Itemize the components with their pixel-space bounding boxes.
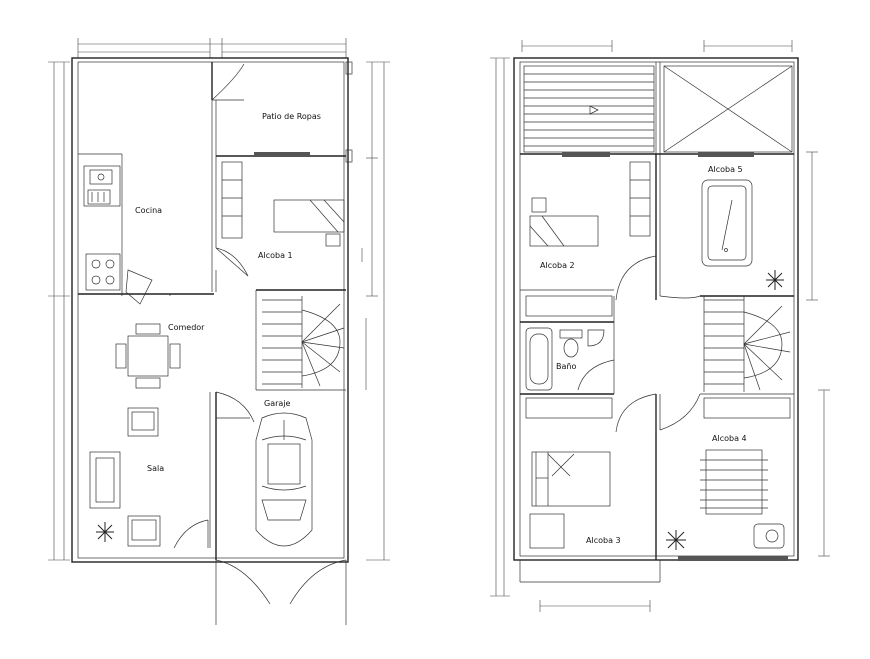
ground-floor-dimensions	[48, 38, 390, 561]
door-alcoba-5	[659, 295, 701, 299]
ground-floor-windows	[254, 61, 353, 163]
bathroom-fixtures	[525, 327, 615, 391]
plant-icon	[666, 530, 686, 550]
room-label-comedor: Comedor	[168, 323, 205, 332]
bed	[273, 199, 345, 247]
doors-lower	[615, 393, 701, 433]
room-label-garaje: Garaje	[264, 399, 291, 408]
car-icon	[255, 412, 313, 547]
ground-floor-doors	[125, 63, 347, 625]
room-label-alcoba-3: Alcoba 3	[586, 536, 621, 545]
room-label-alcoba-5: Alcoba 5	[708, 165, 743, 174]
living-room-furniture	[89, 407, 161, 547]
bed-alcoba-3	[529, 451, 611, 549]
upper-floor-plan: Alcoba 5 Alcoba 2 Baño Alcoba 4 Alcoba 3	[490, 40, 830, 612]
wardrobe	[221, 161, 243, 239]
staircase	[703, 296, 791, 392]
room-label-bano: Baño	[556, 362, 576, 371]
upper-floor-windows	[562, 152, 788, 561]
room-label-alcoba-2: Alcoba 2	[540, 261, 575, 270]
ground-floor-walls	[71, 57, 349, 563]
bed-alcoba-2	[529, 197, 599, 247]
ground-floor-plan: Patio de Ropas Cocina Alcoba 1 Comedor G…	[48, 38, 390, 625]
room-label-patio-de-ropas: Patio de Ropas	[262, 112, 321, 121]
pool-table-icon	[701, 179, 753, 267]
wardrobe-alcoba-2	[629, 161, 651, 237]
door-alcoba-2	[613, 255, 657, 322]
kitchen-fixtures	[83, 165, 121, 291]
room-label-sala: Sala	[147, 464, 164, 473]
armchair-icon	[753, 523, 785, 549]
staircase	[262, 296, 345, 388]
wardrobes	[525, 295, 791, 419]
room-label-alcoba-4: Alcoba 4	[712, 434, 747, 443]
foosball-table-icon	[700, 449, 768, 515]
upper-floor-dimensions	[490, 40, 830, 612]
void-x-box	[663, 65, 793, 153]
room-label-cocina: Cocina	[135, 206, 162, 215]
dining-set	[115, 323, 181, 389]
upper-floor-walls	[513, 57, 799, 583]
room-label-alcoba-1: Alcoba 1	[258, 251, 293, 260]
plant-icon	[766, 270, 784, 290]
stair-landing	[523, 65, 655, 153]
plant-icon	[96, 522, 114, 542]
